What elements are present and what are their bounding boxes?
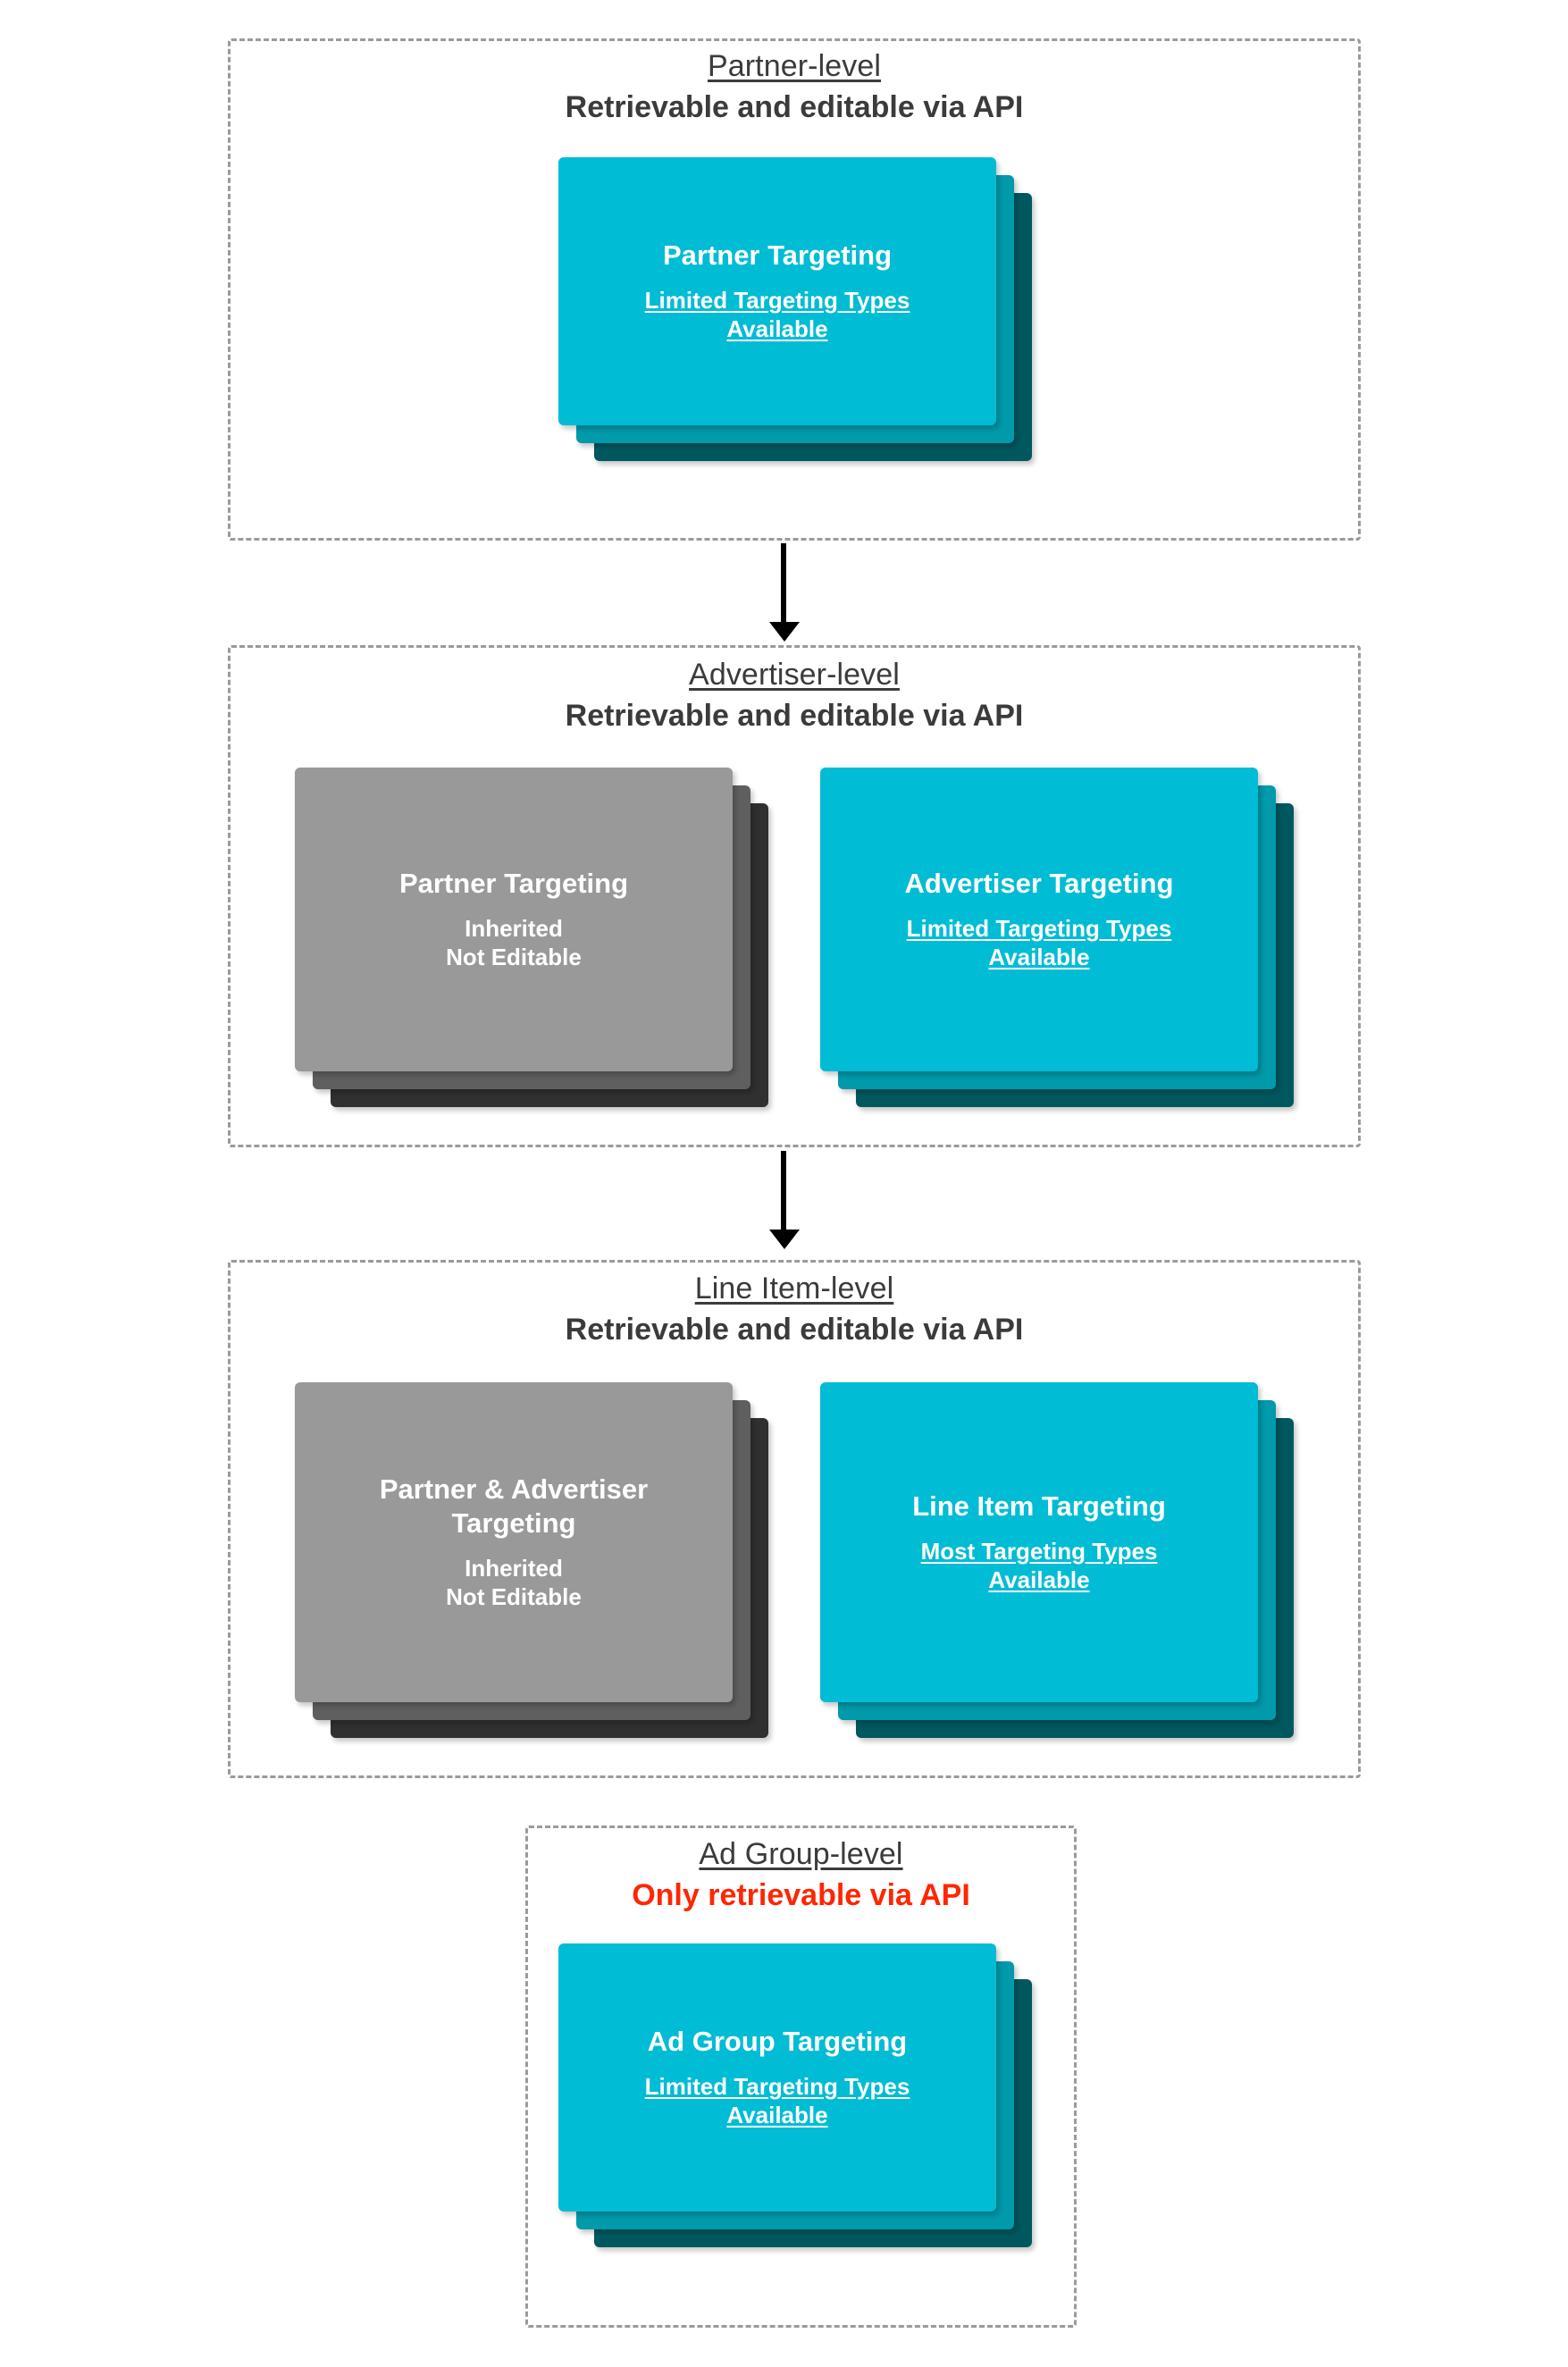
level-title-partner: Partner-level [707, 49, 882, 83]
card-note-line-2: Not Editable [446, 1582, 582, 1610]
card-note[interactable]: Limited Targeting Types Available [907, 915, 1172, 971]
level-heading-advertiser: Advertiser-level Retrievable and editabl… [228, 657, 1361, 734]
level-heading-ad-group: Ad Group-level Only retrievable via API [525, 1836, 1077, 1913]
card-note-line-1: Inherited [465, 1555, 563, 1582]
card-stack-line-item-targeting[interactable]: Line Item Targeting Most Targeting Types… [820, 1382, 1294, 1738]
card-note-line-2: Available [726, 315, 828, 342]
card-note-line-1: Limited Targeting Types [644, 287, 910, 315]
card-layer-front[interactable]: Partner & Advertiser Targeting Inherited… [295, 1382, 733, 1702]
card-stack-inherited-partner-targeting[interactable]: Partner Targeting Inherited Not Editable [295, 768, 768, 1107]
level-heading-partner: Partner-level Retrievable and editable v… [228, 48, 1361, 125]
card-note-line-1: Limited Targeting Types [906, 915, 1172, 943]
card-note-line-2: Available [726, 2101, 828, 2128]
card-stack-ad-group-targeting[interactable]: Ad Group Targeting Limited Targeting Typ… [558, 1943, 1032, 2247]
level-subtitle-line-item: Retrievable and editable via API [565, 1313, 1024, 1347]
card-title: Partner & Advertiser Targeting [379, 1473, 649, 1540]
arrow-shaft [781, 1151, 786, 1230]
card-note: Inherited Not Editable [446, 1555, 582, 1611]
card-note-line-1: Most Targeting Types [920, 1538, 1158, 1565]
level-title-line-item: Line Item-level [694, 1272, 894, 1305]
card-note-line-1: Inherited [465, 915, 563, 943]
arrow-head-icon [769, 622, 800, 642]
level-container-advertiser [228, 645, 1361, 1147]
level-title-ad-group: Ad Group-level [699, 1837, 903, 1871]
arrow-advertiser-to-line-item [767, 1151, 802, 1249]
level-subtitle-ad-group: Only retrievable via API [632, 1878, 970, 1913]
card-note-line-2: Available [988, 1565, 1090, 1593]
card-layer-front[interactable]: Advertiser Targeting Limited Targeting T… [820, 768, 1258, 1071]
card-title: Partner Targeting [662, 239, 893, 272]
card-note-line-2: Not Editable [446, 943, 582, 970]
card-layer-front[interactable]: Ad Group Targeting Limited Targeting Typ… [558, 1943, 996, 2212]
card-title: Partner Targeting [398, 868, 629, 900]
level-container-line-item [228, 1260, 1361, 1778]
arrow-shaft [781, 543, 786, 622]
card-stack-advertiser-targeting[interactable]: Advertiser Targeting Limited Targeting T… [820, 768, 1294, 1107]
card-layer-front[interactable]: Partner Targeting Inherited Not Editable [295, 768, 733, 1071]
card-stack-partner-targeting[interactable]: Partner Targeting Limited Targeting Type… [558, 157, 1032, 461]
card-title: Advertiser Targeting [904, 868, 1174, 900]
card-title: Line Item Targeting [912, 1490, 1166, 1523]
level-heading-line-item: Line Item-level Retrievable and editable… [228, 1271, 1361, 1347]
card-stack-inherited-partner-advertiser-targeting[interactable]: Partner & Advertiser Targeting Inherited… [295, 1382, 768, 1738]
level-container-ad-group [525, 1826, 1077, 2328]
level-subtitle-partner: Retrievable and editable via API [565, 90, 1024, 125]
level-subtitle-advertiser: Retrievable and editable via API [565, 699, 1024, 734]
card-title: Ad Group Targeting [647, 2026, 908, 2058]
card-note[interactable]: Limited Targeting Types Available [645, 287, 910, 343]
card-layer-front[interactable]: Partner Targeting Limited Targeting Type… [558, 157, 996, 425]
arrow-head-icon [769, 1230, 800, 1249]
card-note[interactable]: Limited Targeting Types Available [645, 2073, 910, 2129]
card-note-line-1: Limited Targeting Types [644, 2073, 910, 2101]
level-title-advertiser: Advertiser-level [689, 658, 900, 692]
card-note-line-2: Available [988, 943, 1090, 970]
card-note: Inherited Not Editable [446, 915, 582, 971]
card-note[interactable]: Most Targeting Types Available [921, 1538, 1158, 1594]
arrow-partner-to-advertiser [767, 543, 802, 642]
card-layer-front[interactable]: Line Item Targeting Most Targeting Types… [820, 1382, 1258, 1702]
level-container-partner [228, 38, 1361, 541]
